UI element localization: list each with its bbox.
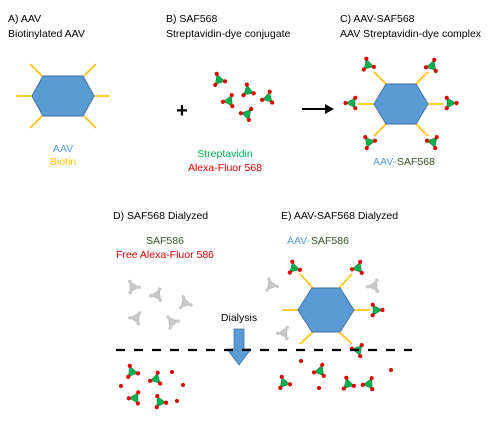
free-dye-dot-icon <box>317 386 321 390</box>
aav-hexagon-icon <box>297 287 355 333</box>
biotin-linker-icon <box>16 63 110 129</box>
streptavidin-dye-group <box>208 68 278 124</box>
panel-b-subheading: Streptavidin-dye conjugate <box>166 28 290 40</box>
legend-aav-e: AAV- <box>287 235 311 247</box>
streptavidin-dye-icon <box>348 256 369 277</box>
streptavidin-dye-icon <box>219 89 240 110</box>
panel-c: C) AAV-SAF568 AAV Streptavidin-dye compl… <box>340 13 482 168</box>
streptavidin-dye-icon <box>237 102 259 124</box>
panel-c-subheading: AAV Streptavidin-dye complex <box>340 28 482 40</box>
streptavidin-dye-icon <box>342 95 358 111</box>
streptavidin-dye-icon <box>423 133 444 154</box>
legend-aav-c: AAV- <box>373 156 397 168</box>
streptavidin-dye-icon <box>149 390 170 411</box>
panel-a: A) AAV Biotinylated AAV AAV Biotin <box>8 13 110 168</box>
free-dye-dot-icon <box>389 368 393 372</box>
free-dye-dot-icon <box>181 383 185 387</box>
dialysis-step: Dialysis <box>221 312 257 366</box>
streptavidin-dye-icon <box>359 372 380 393</box>
legend-streptavidin: Streptavidin <box>197 148 253 160</box>
panel-d-heading: D) SAF568 Dialyzed <box>113 210 208 222</box>
streptavidin-dye-icon <box>370 302 386 318</box>
streptavidin-dye-icon <box>444 95 460 111</box>
panel-a-heading: A) AAV <box>8 13 41 25</box>
legend-alexa: Alexa-Fluor 568 <box>188 162 262 174</box>
panel-c-heading: C) AAV-SAF568 <box>340 13 415 25</box>
free-protein-icon <box>148 284 168 304</box>
streptavidin-dye-icon <box>422 54 443 75</box>
streptavidin-dye-icon <box>338 373 357 392</box>
panel-e-heading: E) AAV-SAF568 Dialyzed <box>281 210 398 222</box>
dialysis-arrow-icon <box>226 328 252 366</box>
free-protein-icon <box>122 275 143 296</box>
free-dye-dot-icon <box>170 370 174 374</box>
free-dye-dot-icon <box>119 384 123 388</box>
streptavidin-dye-icon <box>121 360 142 381</box>
streptavidin-dye-icon <box>310 359 331 380</box>
streptavidin-dye-icon <box>208 68 229 89</box>
free-dye-dot-icon <box>299 359 303 363</box>
streptavidin-dye-icon <box>125 386 147 407</box>
free-protein-icon <box>261 274 280 293</box>
streptavidin-dye-icon <box>147 368 166 387</box>
streptavidin-dye-icon <box>259 87 278 106</box>
streptavidin-dye-icon <box>284 257 303 276</box>
legend-free-dye: Free Alexa-Fluor 586 <box>116 249 214 261</box>
free-protein-icon <box>274 321 295 342</box>
free-protein-icon <box>126 306 147 327</box>
aav-hexagon-icon <box>373 83 429 125</box>
legend-aav: AAV <box>53 143 73 155</box>
plus-sign: + <box>176 100 188 122</box>
reaction-arrow-icon <box>302 104 334 114</box>
legend-biotin: Biotin <box>50 156 76 168</box>
streptavidin-dye-icon <box>348 341 369 362</box>
streptavidin-dye-icon <box>358 54 377 73</box>
panel-b: B) SAF568 Streptavidin-dye conjugate + S… <box>166 13 290 174</box>
free-protein-icon <box>365 275 385 295</box>
panel-e: E) AAV-SAF568 Dialyzed AAV- SAF586 <box>261 210 398 393</box>
streptavidin-dye-icon <box>358 133 379 154</box>
dialyzed-conjugates-e <box>273 359 393 393</box>
dialysis-label: Dialysis <box>221 312 257 324</box>
panel-b-heading: B) SAF568 <box>166 13 218 25</box>
free-dye-dot-icon <box>175 399 179 403</box>
aav-hexagon-icon <box>31 75 95 117</box>
panel-d: D) SAF568 Dialyzed SAF586 Free Alexa-Flu… <box>113 210 214 411</box>
free-protein-group <box>122 275 194 331</box>
legend-saf-c: SAF568 <box>397 156 435 168</box>
streptavidin-dye-icon <box>273 371 294 392</box>
free-protein-icon <box>160 310 182 331</box>
biotin-linker-icon <box>282 273 370 345</box>
streptavidin-dye-icon <box>238 80 257 99</box>
free-protein-icon <box>175 292 194 311</box>
legend-saf-e: SAF586 <box>311 235 349 247</box>
legend-saf-d: SAF586 <box>146 235 184 247</box>
panel-a-subheading: Biotinylated AAV <box>8 28 85 40</box>
biotin-linker-icon <box>358 71 444 137</box>
dialyzed-conjugates-d <box>119 360 185 411</box>
